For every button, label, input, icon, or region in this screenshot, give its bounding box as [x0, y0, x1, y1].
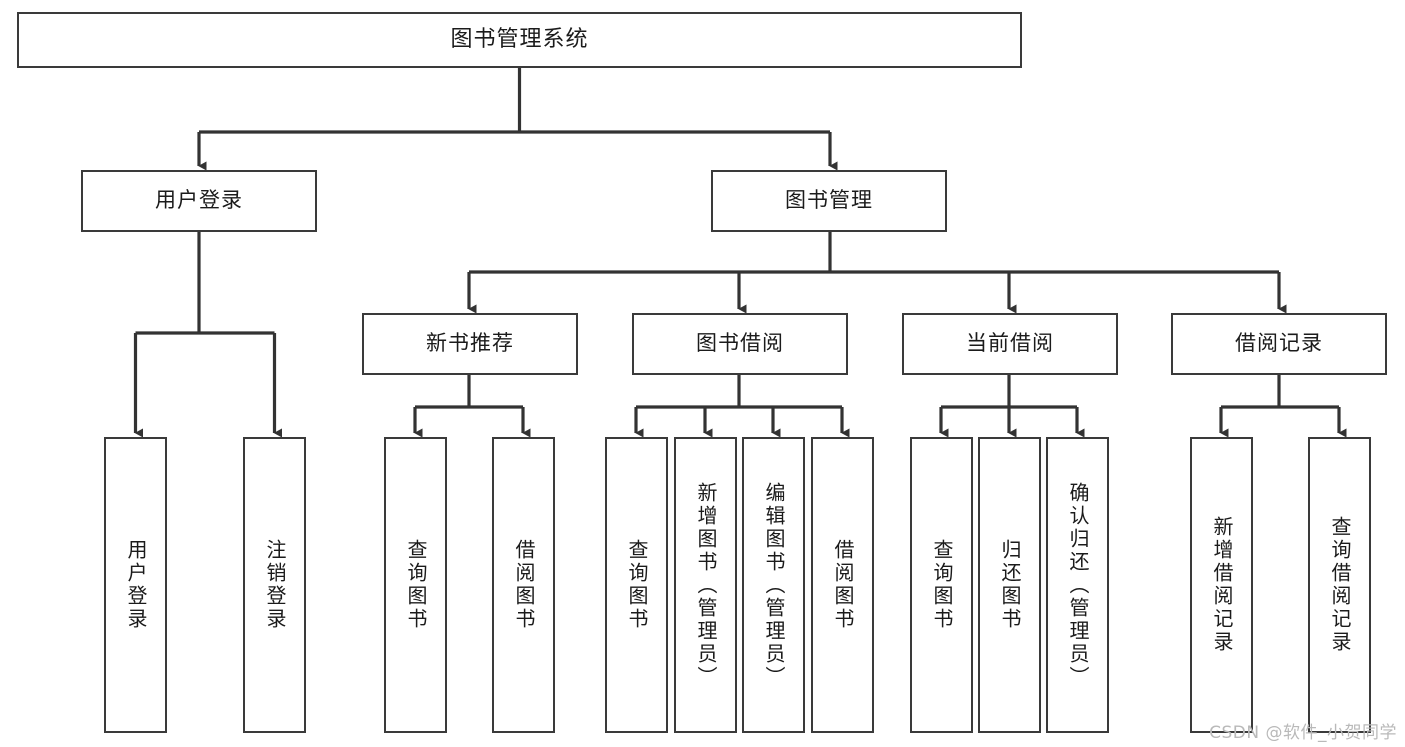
node-user-login-label: 用户登录: [155, 188, 243, 213]
node-book-borrow-label: 图书借阅: [696, 331, 784, 356]
csdn-watermark: CSDN @软件_小贺同学: [1209, 723, 1397, 743]
leaf-add-record-label: 新增借阅记录: [1210, 516, 1234, 654]
node-book-manage[interactable]: 图书管理: [711, 170, 947, 232]
leaf-add-record[interactable]: 新增借阅记录: [1190, 437, 1253, 733]
leaf-return-book[interactable]: 归还图书: [978, 437, 1041, 733]
leaf-edit-book[interactable]: 编辑图书（管理员）: [742, 437, 805, 733]
leaf-edit-book-label: 编辑图书（管理员）: [762, 481, 786, 689]
leaf-query-record-label: 查询借阅记录: [1328, 516, 1352, 654]
leaf-user-login[interactable]: 用户登录: [104, 437, 167, 733]
leaf-query-book-3-label: 查询图书: [930, 539, 954, 631]
leaf-query-book-2[interactable]: 查询图书: [605, 437, 668, 733]
leaf-query-book-1-label: 查询图书: [404, 539, 428, 631]
node-borrow-record-label: 借阅记录: [1235, 331, 1323, 356]
leaf-add-book-label: 新增图书（管理员）: [694, 481, 718, 689]
node-current-borrow[interactable]: 当前借阅: [902, 313, 1118, 375]
leaf-user-logout[interactable]: 注销登录: [243, 437, 306, 733]
leaf-confirm-return-label: 确认归还（管理员）: [1066, 481, 1090, 689]
leaf-add-book[interactable]: 新增图书（管理员）: [674, 437, 737, 733]
leaf-borrow-book-2-label: 借阅图书: [831, 539, 855, 631]
leaf-confirm-return[interactable]: 确认归还（管理员）: [1046, 437, 1109, 733]
leaf-borrow-book-2[interactable]: 借阅图书: [811, 437, 874, 733]
node-book-manage-label: 图书管理: [785, 188, 873, 213]
leaf-user-logout-label: 注销登录: [263, 539, 287, 631]
node-new-book-recommend-label: 新书推荐: [426, 331, 514, 356]
node-user-login[interactable]: 用户登录: [81, 170, 317, 232]
leaf-borrow-book-1[interactable]: 借阅图书: [492, 437, 555, 733]
node-current-borrow-label: 当前借阅: [966, 331, 1054, 356]
node-borrow-record[interactable]: 借阅记录: [1171, 313, 1387, 375]
leaf-query-book-1[interactable]: 查询图书: [384, 437, 447, 733]
leaf-user-login-label: 用户登录: [124, 539, 148, 631]
leaf-return-book-label: 归还图书: [998, 539, 1022, 631]
node-root-label: 图书管理系统: [450, 26, 589, 52]
leaf-query-book-3[interactable]: 查询图书: [910, 437, 973, 733]
node-new-book-recommend[interactable]: 新书推荐: [362, 313, 578, 375]
node-root[interactable]: 图书管理系统: [17, 12, 1022, 68]
leaf-query-book-2-label: 查询图书: [625, 539, 649, 631]
leaf-borrow-book-1-label: 借阅图书: [512, 539, 536, 631]
node-book-borrow[interactable]: 图书借阅: [632, 313, 848, 375]
leaf-query-record[interactable]: 查询借阅记录: [1308, 437, 1371, 733]
